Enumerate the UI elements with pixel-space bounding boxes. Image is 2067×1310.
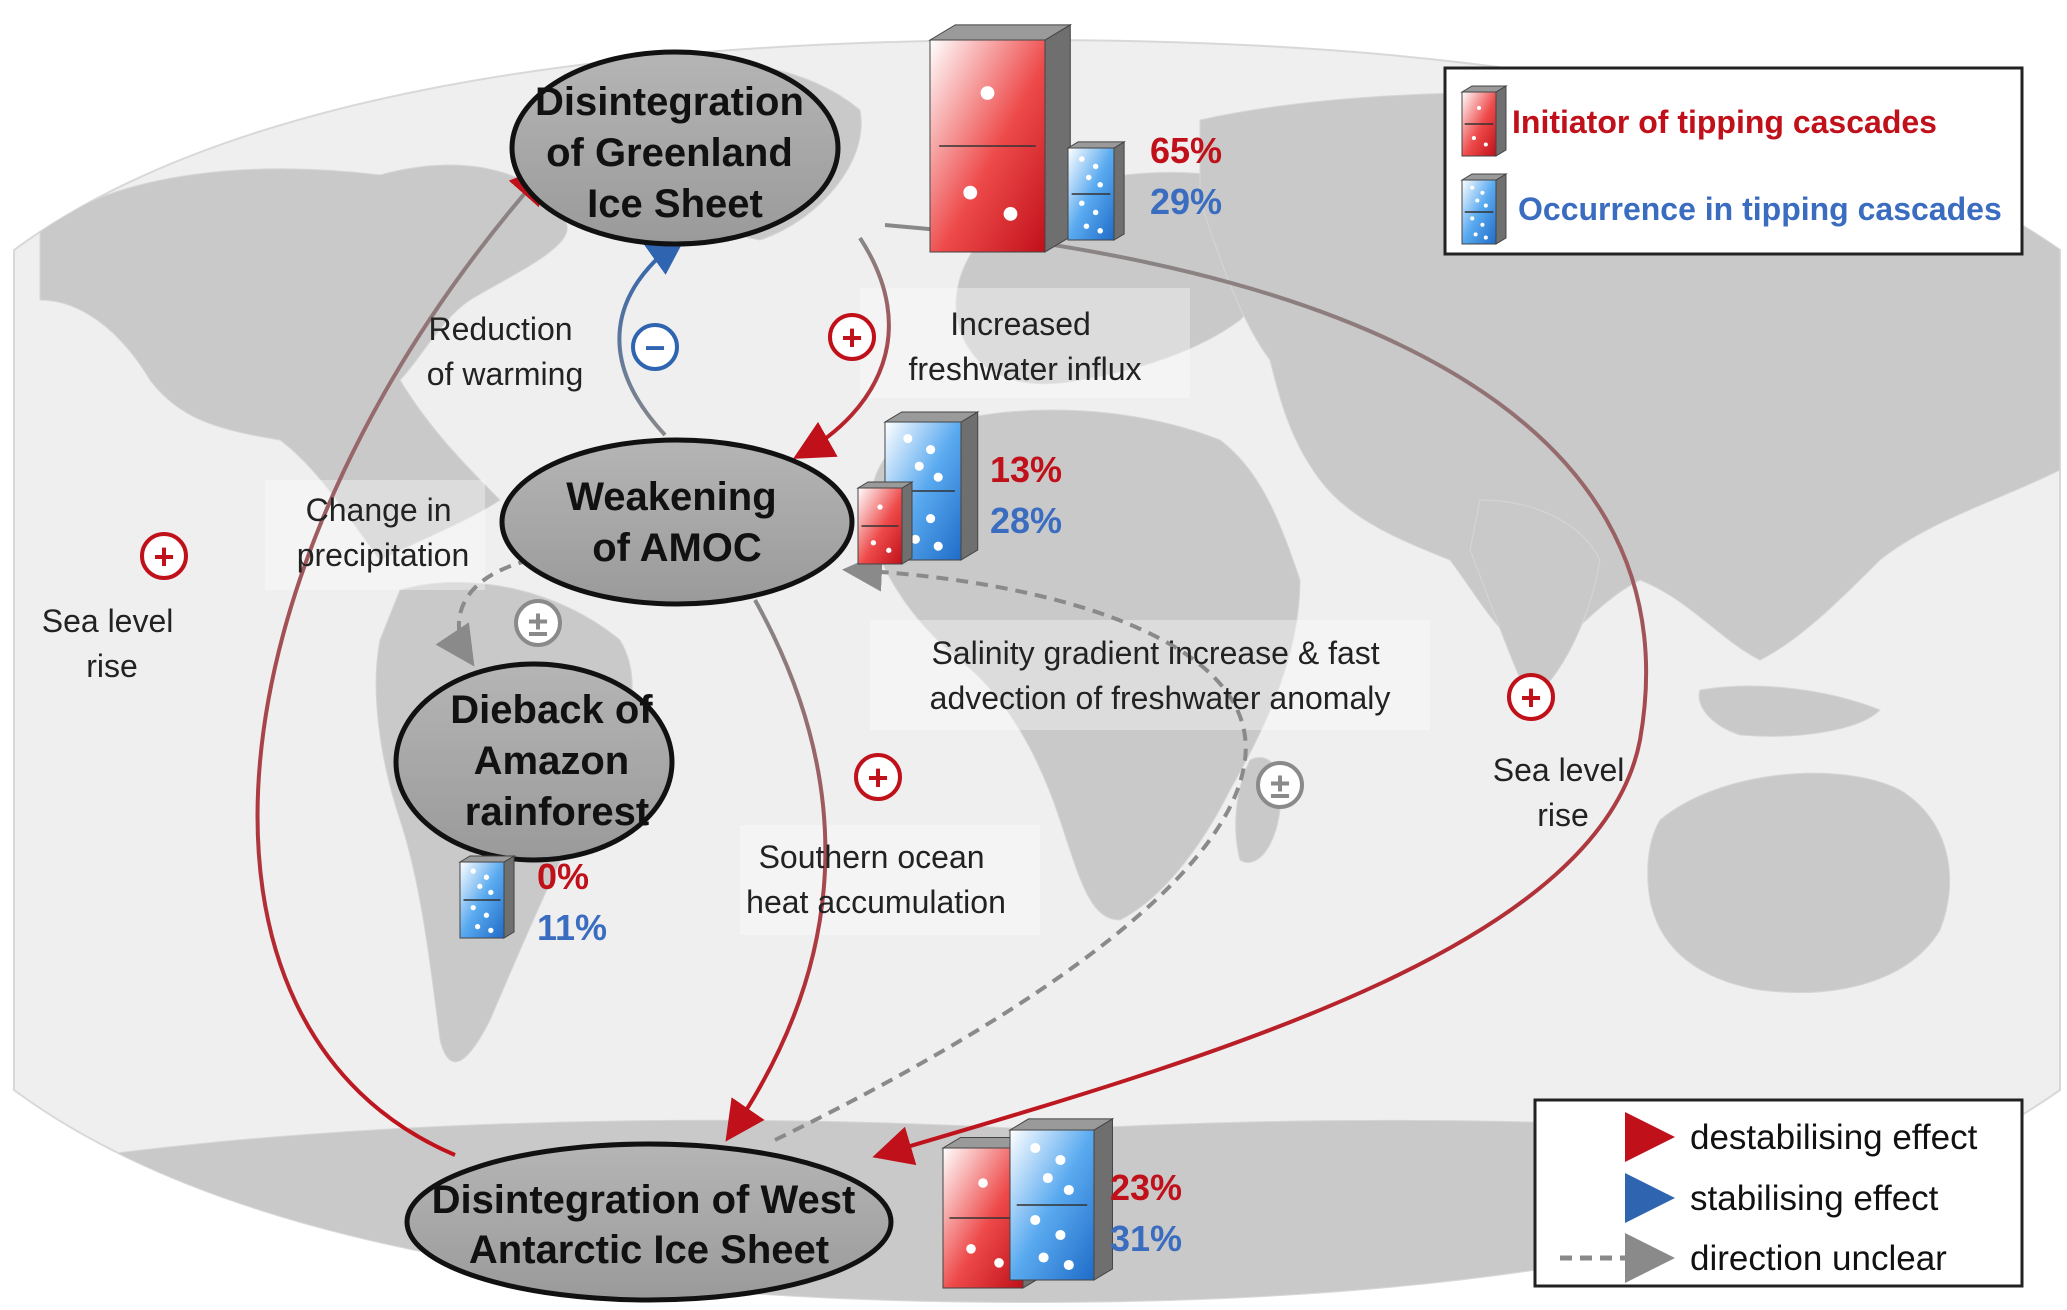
amazon-occurrence-pct: 11%: [537, 907, 607, 948]
legend-stabilising-label: stabilising effect: [1690, 1179, 1939, 1218]
node-amoc: Weakening of AMOC: [499, 437, 855, 607]
amazon-initiator-pct: 0%: [537, 856, 589, 897]
label-backdrop-salinity: [870, 620, 1430, 730]
amazon-occurrence-domino: [458, 855, 516, 939]
greenland-occurrence-domino: [1066, 141, 1126, 241]
sign-plus-sea-level-left: +: [140, 532, 188, 580]
label-sea-level-rise-left: Sea level rise: [42, 603, 183, 684]
label-sea-level-rise-right: Sea level rise: [1493, 752, 1634, 833]
svg-text:+: +: [153, 536, 174, 577]
legend-occurrence-domino-icon: [1460, 173, 1508, 245]
label-increased-freshwater: Increased freshwater influx: [909, 306, 1142, 387]
arrow-amoc-to-antarctic: [725, 599, 828, 1142]
arrow-amoc-to-greenland: [617, 235, 687, 437]
amoc-initiator-pct: 13%: [990, 449, 1062, 490]
legend-arrows: destabilising effect stabilising effect …: [1533, 1098, 2024, 1288]
svg-text:+: +: [841, 317, 862, 358]
svg-text:±: ±: [1270, 765, 1290, 806]
amoc-occurrence-pct: 28%: [990, 500, 1062, 541]
arrow-antarctic-to-greenland: [255, 164, 551, 1157]
arrow-amoc-to-amazon: [435, 558, 531, 667]
legend-occurrence-label: Occurrence in tipping cascades: [1518, 191, 2002, 227]
antarctic-occurrence-domino: [1008, 1118, 1115, 1281]
antarctic-occurrence-pct: 31%: [1110, 1218, 1182, 1259]
land-australia: [1647, 772, 1951, 993]
sign-plusminus-precipitation: ±: [514, 599, 562, 647]
greenland-occurrence-pct: 29%: [1150, 181, 1222, 222]
connections: [255, 164, 1648, 1166]
node-greenland-ice-sheet: Disintegration of Greenland Ice Sheet: [509, 49, 841, 247]
label-backdrop-freshwater: [860, 288, 1190, 398]
svg-text:Weakening of AMOC: Weakening of AMOC: [566, 475, 788, 570]
land-indonesia: [1698, 685, 1881, 737]
land-india: [1469, 499, 1601, 701]
greenland-initiator-domino: [928, 23, 1073, 253]
label-reduction-of-warming: Reduction of warming: [427, 311, 584, 392]
svg-text:±: ±: [528, 603, 548, 644]
legend-dominoes: Initiator of tipping cascades Occurrence…: [1443, 66, 2024, 256]
arrow-greenland-to-antarctic: [872, 223, 1648, 1166]
svg-text:Disintegration of West A: Disintegration of West Antarctic Ice She…: [432, 1178, 867, 1272]
arrow-greenland-to-amoc: [793, 236, 891, 459]
svg-text:Disintegration of Greenl: Disintegration of Greenland Ice Sheet: [535, 80, 815, 226]
sign-plusminus-salinity: ±: [1256, 761, 1304, 809]
label-southern-ocean-heat: Southern ocean heat accumulation: [746, 839, 1006, 920]
land-north-america: [39, 164, 568, 561]
sign-plus-freshwater: +: [828, 313, 876, 361]
svg-text:+: +: [1520, 677, 1541, 718]
legend-destabilising-label: destabilising effect: [1690, 1118, 1978, 1157]
legend-unclear-label: direction unclear: [1690, 1239, 1947, 1278]
greenland-initiator-pct: 65%: [1150, 130, 1222, 171]
label-backdrop-southern: [740, 825, 1040, 935]
sign-minus-reduction: −: [631, 323, 679, 371]
label-salinity-gradient: Salinity gradient increase & fast advect…: [930, 635, 1391, 716]
antarctic-initiator-pct: 23%: [1110, 1167, 1182, 1208]
label-change-in-precipitation: Change in precipitation: [297, 492, 470, 573]
sign-plus-sea-level-right: +: [1507, 673, 1555, 721]
node-west-antarctic-ice-sheet: Disintegration of West Antarctic Ice She…: [404, 1141, 894, 1303]
legend-initiator-label: Initiator of tipping cascades: [1512, 104, 1937, 140]
svg-text:−: −: [644, 327, 665, 368]
svg-text:+: +: [867, 757, 888, 798]
legend-initiator-domino-icon: [1460, 85, 1508, 157]
node-amazon-rainforest: Dieback of Amazon rainforest: [393, 661, 675, 863]
svg-text:Dieback of Amazon: Dieback of Amazon rainforest: [450, 688, 663, 834]
domino-icons: [458, 23, 1126, 1289]
amoc-initiator-domino: [856, 481, 914, 565]
arrow-antarctic-to-amoc: [774, 551, 1248, 1142]
sign-plus-southern-ocean: +: [854, 753, 902, 801]
